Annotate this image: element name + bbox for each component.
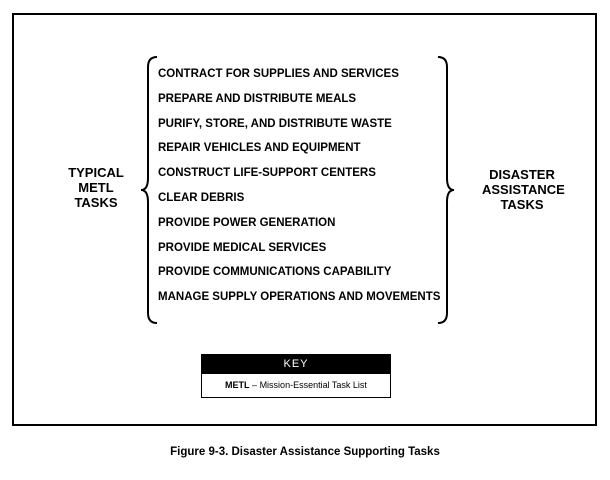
key-body: METL – Mission-Essential Task List <box>202 374 390 397</box>
task-item: PROVIDE COMMUNICATIONS CAPABILITY <box>158 266 392 279</box>
right-label: DISASTER ASSISTANCE TASKS <box>482 167 565 212</box>
figure-frame <box>12 13 597 426</box>
task-item: PURIFY, STORE, AND DISTRIBUTE WASTE <box>158 117 392 130</box>
task-item: CLEAR DEBRIS <box>158 191 245 204</box>
task-item: PROVIDE POWER GENERATION <box>158 216 336 229</box>
left-label: TYPICAL METL TASKS <box>68 165 124 210</box>
key-box: KEY METL – Mission-Essential Task List <box>201 354 391 398</box>
task-item: CONSTRUCT LIFE-SUPPORT CENTERS <box>158 167 376 180</box>
key-abbreviation: METL <box>225 380 250 390</box>
task-item: PREPARE AND DISTRIBUTE MEALS <box>158 92 357 105</box>
key-header: KEY <box>202 355 390 374</box>
task-list: CONTRACT FOR SUPPLIES AND SERVICES PREPA… <box>158 66 440 314</box>
task-item: PROVIDE MEDICAL SERVICES <box>158 241 327 254</box>
left-brace <box>140 56 158 324</box>
figure-caption: Figure 9-3. Disaster Assistance Supporti… <box>170 446 440 458</box>
key-separator: – <box>249 380 260 390</box>
task-item: REPAIR VEHICLES AND EQUIPMENT <box>158 142 361 155</box>
task-item: CONTRACT FOR SUPPLIES AND SERVICES <box>158 68 399 80</box>
right-brace <box>437 56 455 324</box>
task-item: MANAGE SUPPLY OPERATIONS AND MOVEMENTS <box>158 291 441 304</box>
key-definition: Mission-Essential Task List <box>259 380 367 390</box>
